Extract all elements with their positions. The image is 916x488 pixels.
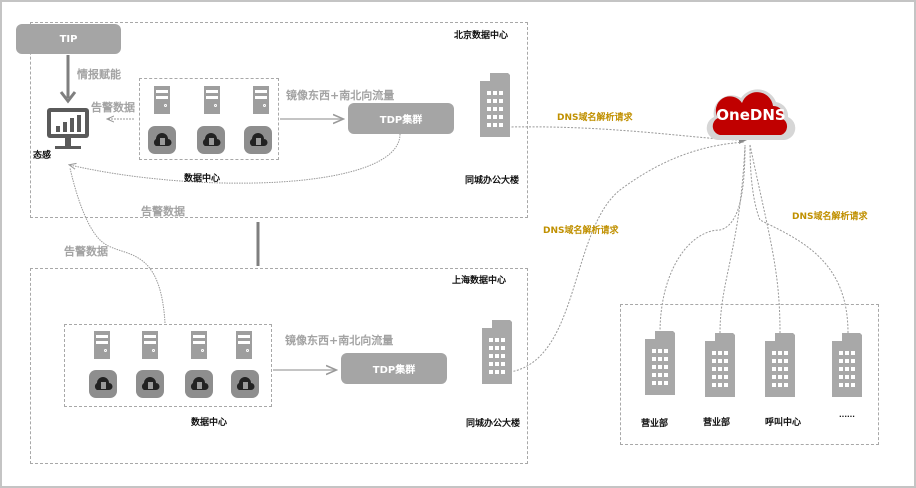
- server-icon: [94, 331, 110, 359]
- bj-office-label: 同城办公大楼: [465, 176, 520, 186]
- onedns-cloud-icon: [706, 89, 796, 140]
- beijing-dc-region: [30, 22, 528, 218]
- sh-office-label: 同城办公大楼: [466, 419, 521, 429]
- bj-datacenter-label: 数据中心: [184, 174, 221, 184]
- cloud-storage-icon: [197, 126, 225, 154]
- server-icon: [253, 86, 269, 114]
- monitor-label: 态感: [33, 151, 52, 161]
- bj-alert-label-return: 告警数据: [141, 205, 185, 218]
- cloud-storage-icon: [231, 370, 259, 398]
- branch-label: ······: [839, 413, 855, 421]
- branch-offices-region: [620, 304, 879, 445]
- dns-label-branches: DNS域名解析请求: [792, 212, 868, 222]
- branch-label: 呼叫中心: [765, 418, 802, 428]
- bj-tdp-label: TDP集群: [379, 115, 423, 126]
- server-icon: [142, 331, 158, 359]
- onedns-label: OneDNS: [716, 106, 786, 124]
- onedns-node[interactable]: OneDNS: [706, 84, 796, 144]
- branch-label: 营业部: [703, 418, 731, 428]
- tip-label: TIP: [59, 33, 78, 45]
- cloud-storage-icon: [148, 126, 176, 154]
- monitor-chart-icon: [47, 108, 89, 149]
- bj-tdp-cluster[interactable]: TDP集群: [348, 103, 454, 134]
- bj-alert-label-inner: 告警数据: [91, 101, 135, 114]
- bj-datacenter-box[interactable]: [139, 78, 279, 160]
- shanghai-dc-region: [30, 268, 528, 464]
- server-icon: [191, 331, 207, 359]
- server-icon: [236, 331, 252, 359]
- tip-arrow-label: 情报赋能: [77, 68, 121, 81]
- server-icon: [204, 86, 220, 114]
- tip-node[interactable]: TIP: [16, 24, 121, 54]
- shanghai-dc-title: 上海数据中心: [452, 276, 507, 286]
- cloud-storage-icon: [136, 370, 164, 398]
- sh-tdp-label: TDP集群: [372, 365, 416, 376]
- cloud-storage-icon: [185, 370, 213, 398]
- branch-building-icon[interactable]: [645, 331, 675, 395]
- monitor-node[interactable]: [45, 106, 91, 152]
- beijing-dc-title: 北京数据中心: [454, 31, 509, 41]
- cloud-storage-icon: [89, 370, 117, 398]
- sh-datacenter-label: 数据中心: [191, 418, 228, 428]
- bj-mirror-label: 镜像东西+南北向流量: [286, 89, 395, 102]
- branch-building-icon[interactable]: [705, 333, 735, 397]
- sh-office-building-icon[interactable]: [482, 320, 512, 384]
- cloud-storage-icon: [244, 126, 272, 154]
- sh-alert-label: 告警数据: [64, 245, 108, 258]
- sh-mirror-label: 镜像东西+南北向流量: [285, 334, 394, 347]
- server-icon: [154, 86, 170, 114]
- branch-building-icon[interactable]: [832, 333, 862, 397]
- sh-tdp-cluster[interactable]: TDP集群: [341, 353, 447, 384]
- branch-label: 营业部: [641, 419, 669, 429]
- bj-office-building-icon[interactable]: [480, 73, 510, 137]
- branch-building-icon[interactable]: [765, 333, 795, 397]
- sh-datacenter-box[interactable]: [64, 324, 272, 407]
- dns-label-bj: DNS域名解析请求: [557, 113, 633, 123]
- dns-label-sh: DNS域名解析请求: [543, 226, 619, 236]
